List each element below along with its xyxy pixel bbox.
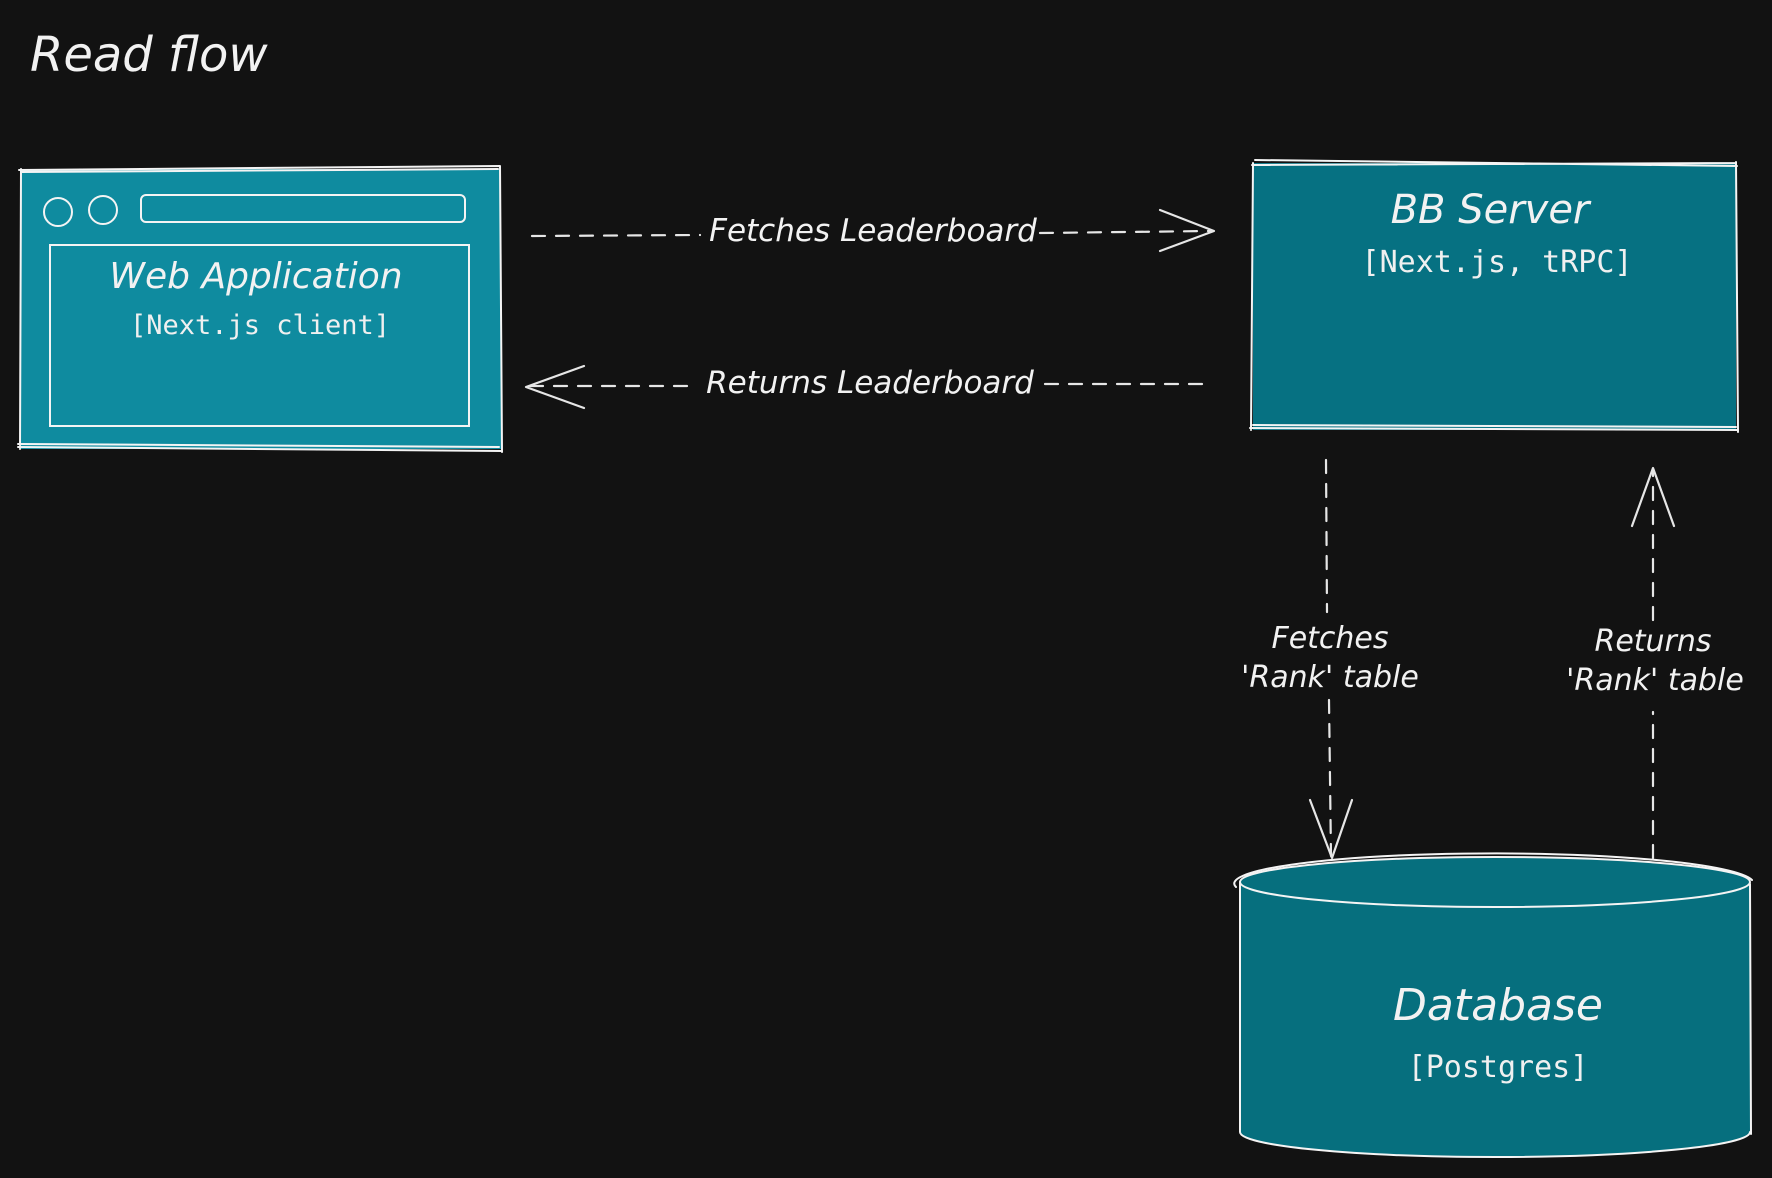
arrowhead-right-icon (1158, 208, 1216, 253)
arrowhead-left-icon (524, 364, 586, 410)
return-leaderboard-label: Returns Leaderboard (706, 365, 1034, 401)
browser-window-icon (43, 194, 470, 427)
return-leaderboard-line (528, 382, 1215, 388)
fetch-rank-label-line2: 'Rank' table (1241, 660, 1419, 695)
edge-fetch-leaderboard[interactable]: Fetches Leaderboard (530, 208, 1216, 253)
bb-server-name: BB Server (1391, 187, 1592, 233)
fetch-leaderboard-label: Fetches Leaderboard (709, 213, 1037, 249)
web-application-border (17, 165, 503, 453)
bb-server-box (1253, 163, 1736, 430)
web-application-node[interactable]: Web Application [Next.js client] (17, 165, 503, 453)
database-node[interactable]: Database [Postgres] (1233, 852, 1753, 1158)
database-cylinder-icon (1233, 852, 1753, 1158)
web-application-tech: [Next.js client] (130, 310, 390, 341)
edge-fetch-rank[interactable]: Fetches 'Rank' table (1241, 458, 1419, 860)
edge-return-rank[interactable]: Returns 'Rank' table (1566, 466, 1744, 860)
database-tech: [Postgres] (1408, 1050, 1589, 1085)
arrowhead-down-icon (1308, 798, 1354, 860)
database-name: Database (1393, 980, 1603, 1031)
fetch-leaderboard-line (530, 229, 1212, 238)
fetch-rank-label-line1: Fetches (1271, 621, 1388, 656)
return-rank-label-line2: 'Rank' table (1566, 663, 1744, 698)
bb-server-border (1249, 159, 1739, 433)
web-application-name: Web Application (109, 256, 402, 297)
return-rank-label-line1: Returns (1594, 624, 1711, 659)
web-application-box (20, 169, 501, 449)
diagram-title: Read flow (30, 27, 268, 83)
arrowhead-up-icon (1630, 466, 1676, 528)
edge-return-leaderboard[interactable]: Returns Leaderboard (524, 364, 1215, 410)
bb-server-node[interactable]: BB Server [Next.js, tRPC] (1249, 159, 1739, 433)
bb-server-tech: [Next.js, tRPC] (1362, 245, 1633, 280)
fetch-rank-line (1324, 458, 1333, 858)
